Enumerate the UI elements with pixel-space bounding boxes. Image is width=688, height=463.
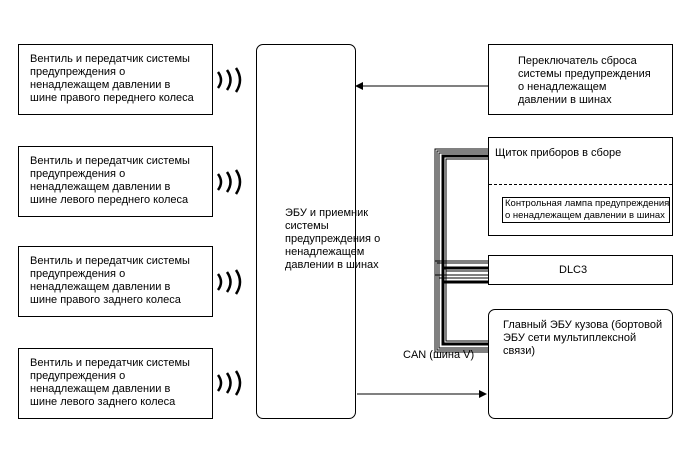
warning-lamp-box: Контрольная лампа предупреждения о ненад… [502,197,670,223]
warning-lamp-line: Контрольная лампа предупреждения [505,198,670,209]
sensor-line: шине правого заднего колеса [30,294,181,306]
radio-wave-icons [216,67,242,396]
reset-switch-line: системы предупреждения [518,68,651,80]
sensor-box-front-right: Вентиль и передатчик системы предупрежде… [18,44,213,115]
sensor-line: предупреждения о [30,370,126,382]
sensor-line: ненадлежащем давлении в [30,281,171,293]
sensor-line: Вентиль и передатчик системы [30,53,190,65]
meter-title: Щиток приборов в сборе [495,147,622,159]
meter-dashed-divider [489,184,672,185]
sensor-line: шине левого переднего колеса [30,194,189,206]
reset-switch-box: Переключатель сброса системы предупрежде… [488,44,673,115]
dlc3-label: DLC3 [559,264,588,276]
ecu-line: системы [285,220,329,232]
sensor-line: предупреждения о [30,268,126,280]
can-bus [434,148,488,353]
sensor-line: шине правого переднего колеса [30,92,194,104]
ecu-line: ЭБУ и приемник [285,207,369,219]
tpms-ecu-box: ЭБУ и приемник системы предупреждения о … [256,44,380,419]
body-ecu-line: Главный ЭБУ кузова (бортовой [503,319,663,331]
body-ecu-line: связи) [503,345,536,357]
reset-switch-line: Переключатель сброса [518,55,637,67]
body-ecu-line: ЭБУ сети мультиплексной [503,332,637,344]
main-body-ecu-box: Главный ЭБУ кузова (бортовой ЭБУ сети му… [488,309,673,419]
sensor-line: Вентиль и передатчик системы [30,255,190,267]
radio-wave-icon-4 [216,370,242,396]
sensor-line: предупреждения о [30,168,126,180]
combination-meter-box: Щиток приборов в сборе Контрольная лампа… [488,137,673,236]
sensor-box-rear-left: Вентиль и передатчик системы предупрежде… [18,348,213,419]
reset-switch-line: о ненадлежащем [518,81,607,93]
sensor-box-rear-right: Вентиль и передатчик системы предупрежде… [18,246,213,317]
sensor-line: ненадлежащем давлении в [30,79,171,91]
sensor-box-front-left: Вентиль и передатчик системы предупрежде… [18,146,213,217]
sensor-line: шине левого заднего колеса [30,396,176,408]
dlc3-box: DLC3 [488,255,673,285]
sensor-line: Вентиль и передатчик системы [30,155,190,167]
sensor-line: ненадлежащем давлении в [30,383,171,395]
can-bus-label: CAN (шина V) [403,349,475,361]
ecu-line: предупреждения о [285,233,381,245]
ecu-line: давлении в шинах [285,259,379,271]
reset-switch-line: давлении в шинах [518,94,612,106]
sensor-line: Вентиль и передатчик системы [30,357,190,369]
radio-wave-icon-2 [216,169,242,195]
sensor-line: ненадлежащем давлении в [30,181,171,193]
radio-wave-icon-3 [216,269,242,295]
sensor-line: предупреждения о [30,66,126,78]
warning-lamp-line: о ненадлежащем давлении в шинах [505,210,665,221]
radio-wave-icon-1 [216,67,242,93]
ecu-line: ненадлежащем [285,246,365,258]
